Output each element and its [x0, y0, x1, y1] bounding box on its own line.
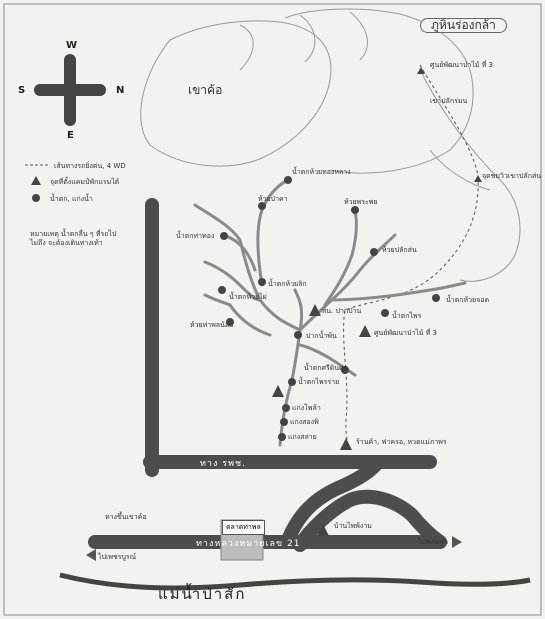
- label-ban-huai-road: ทางขึ้นเขาค้อ: [105, 513, 147, 521]
- label-market: ตลาดท่าพล: [222, 520, 265, 535]
- label-nam-tok-sri-din: น้ำตกศรีดินดุย: [304, 364, 348, 372]
- label-huai-phai: น้ำตกห้วยไผ่: [229, 293, 267, 301]
- legend-waterfall: น้ำตก, แก่งน้ำ: [50, 195, 93, 203]
- label-huai-phrao: ห้วยพระพย: [344, 198, 378, 206]
- waterfall-icon: [226, 318, 234, 326]
- label-hospital-road: ทาง รพช.: [200, 459, 246, 469]
- legend-waterfall-symbol: [32, 194, 40, 202]
- label-khao-plak-chan: เขาปลักร่มน: [430, 97, 468, 105]
- mountain-outlines: [140, 8, 521, 282]
- waterfall-icon: [381, 309, 389, 317]
- label-huai-pong-noi: ห้วยท่าพลน้อย: [190, 321, 234, 329]
- waterfall-points: [218, 176, 440, 441]
- waterfall-icon: [280, 418, 288, 426]
- label-dev-center-top: ศูนย์พัฒนาป่าไม้ ที่ 3: [430, 61, 494, 69]
- campsite-icon: [340, 438, 352, 450]
- waterfall-icon: [278, 433, 286, 441]
- label-nam-tok-phai-bottom: น้ำตกไพรร่าย: [298, 378, 340, 386]
- compass-east: N: [116, 85, 125, 96]
- label-khao-kho: เขาค้อ: [188, 83, 223, 97]
- legend-camp-symbol: [31, 176, 41, 185]
- campsite-icon: [474, 175, 482, 182]
- label-huai-plak-chan: ห้วยปลักส่น: [382, 246, 417, 254]
- label-huai-yang: น้ำตกห้วยจอด: [446, 296, 489, 304]
- label-sa-nam-dam: สน. ปากป่าน: [322, 307, 362, 315]
- map-frame: [3, 3, 542, 616]
- compass-north: W: [66, 40, 78, 51]
- 4wd-trail: [343, 64, 479, 451]
- label-view-point: จุดชมวิวเขาปลักส่น: [482, 172, 542, 180]
- campsite-icon: [317, 524, 329, 536]
- waterfall-icon: [220, 232, 228, 240]
- arrow-west-icon: [86, 549, 96, 561]
- label-kaeng-kheng: แก่งโพล้า: [292, 404, 321, 412]
- label-river: แม่น้ำป่าสัก: [158, 585, 247, 603]
- label-huai-thong-thang: น้ำตกห้วยทองหลาง: [292, 168, 351, 176]
- label-highway-21: ทางหลวงหมายเลข 21: [196, 539, 301, 549]
- campsite-icon: [359, 325, 371, 337]
- roads: [88, 198, 447, 552]
- legend-campsite: จุดที่ตั้งแคมป์พักแรมได้: [50, 178, 120, 186]
- compass-west: E: [67, 130, 74, 141]
- legend-trail: เส้นทางรถยิ่งต่น, 4 WD: [54, 162, 126, 170]
- arrow-east-icon: [452, 536, 462, 548]
- label-phu-hin-rong-kla: ภูหินร่องกล้า: [420, 18, 507, 33]
- waterfall-icon: [282, 404, 290, 412]
- label-huai-lik: น้ำตกห้วยลิก: [268, 280, 307, 288]
- campsite-points: [272, 67, 482, 536]
- river-line: [59, 572, 531, 591]
- campsite-icon: [272, 385, 284, 397]
- waterfall-icon: [294, 331, 302, 339]
- waterfall-icon: [284, 176, 292, 184]
- label-nam-tok-tha-thong: น้ำตกท่าทอง: [176, 232, 215, 240]
- label-huai-pa-ka: ห้วยป่าคา: [258, 195, 288, 203]
- label-nam-tok-phai: น้ำตกไพร: [392, 312, 422, 320]
- waterfall-icon: [288, 378, 296, 386]
- waterfall-icon: [351, 206, 359, 214]
- label-shops: ร้านค้า, ฟาครอ, หวดแม่ภาพร: [356, 438, 447, 446]
- label-kaeng-sai: แก่งสลาย: [288, 433, 317, 441]
- waterfall-icon: [258, 202, 266, 210]
- compass-south: S: [18, 85, 26, 96]
- compass-cross: [34, 54, 106, 126]
- label-kaeng-song: แก่งสองพิ: [290, 418, 319, 426]
- label-ban-huai-sai: บ้านไพพ้งาม: [334, 522, 372, 530]
- waterfall-icon: [370, 248, 378, 256]
- campsite-icon: [309, 304, 321, 316]
- label-to-phitsanulok: ไปหล่มสัก: [418, 538, 448, 546]
- note-text: หมายเหตุ น้ำตกลื่น ๆ ที่รถไปไม่ถึง จะต้อ…: [30, 230, 117, 247]
- campsite-icon: [417, 67, 425, 74]
- label-pak-nam-dam: ปากน้ำพ้น: [306, 332, 337, 340]
- label-to-phetchabun: ไปเพชรบูรณ์: [98, 553, 137, 561]
- label-dev-center-3: ศูนย์พัฒนาป่าไม้ ที่ 3: [374, 329, 438, 337]
- waterfall-icon: [258, 278, 266, 286]
- waterfall-icon: [341, 366, 349, 374]
- waterfall-icon: [218, 286, 226, 294]
- waterfall-icon: [432, 294, 440, 302]
